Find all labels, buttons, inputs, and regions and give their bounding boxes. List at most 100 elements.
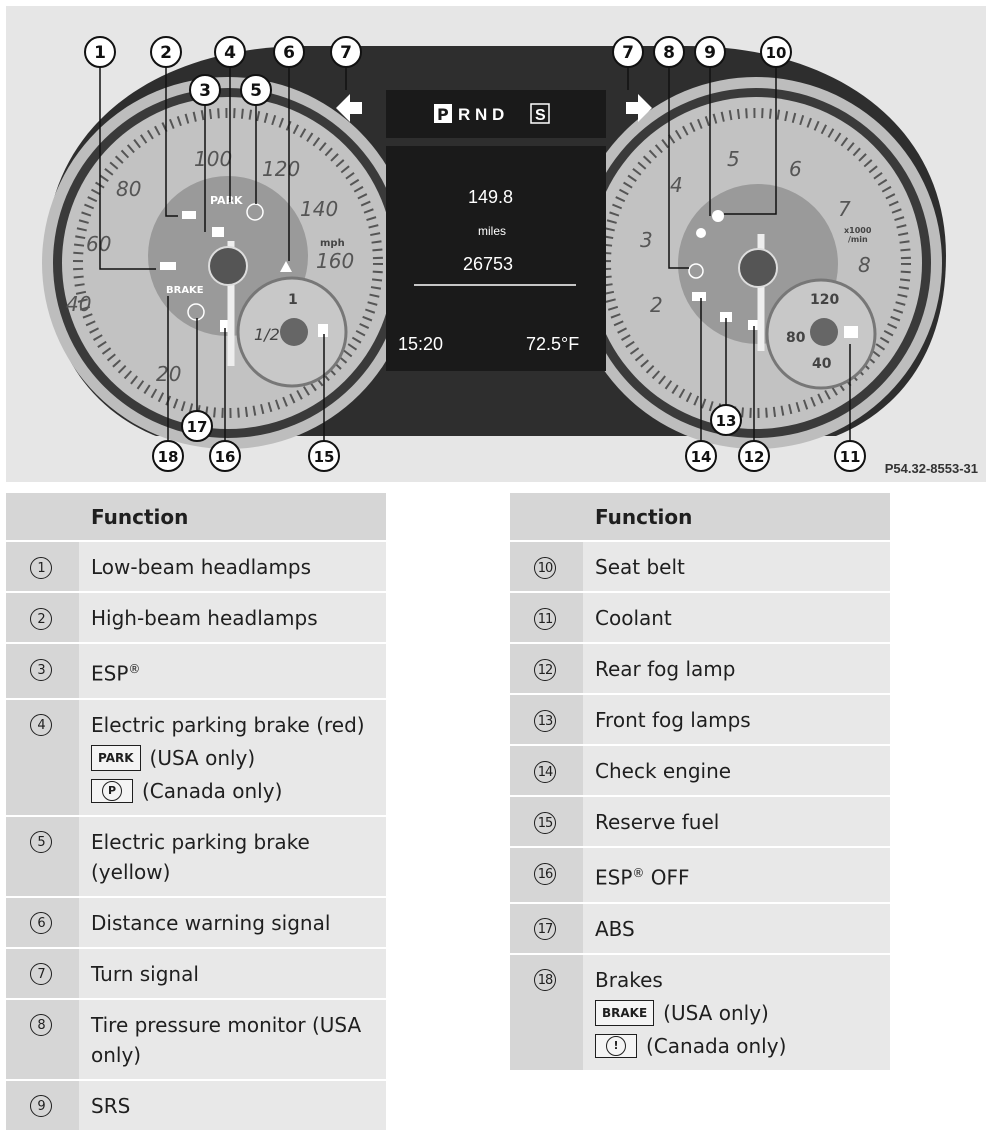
figure-caption: P54.32-8553-31	[884, 461, 978, 476]
circled-number: 14	[534, 760, 556, 783]
tire-pressure-icon	[688, 263, 704, 279]
row-function: Seat belt	[583, 541, 890, 593]
row-function: Electric parking brake(yellow)	[79, 815, 386, 898]
clock: 15:20	[398, 334, 443, 354]
variant-usa: PARK(USA only)	[91, 743, 374, 773]
function-text: Front fog lamps	[595, 708, 751, 732]
function-text: Tire pressure monitor (USA	[91, 1012, 362, 1037]
function-text: SRS	[91, 1093, 131, 1118]
table-row: 10 Seat belt	[510, 541, 890, 593]
speedo-tick-140: 140	[300, 197, 338, 221]
registered-mark: ®	[632, 866, 645, 880]
gear-s: S	[535, 107, 546, 124]
speedo-tick-100: 100	[194, 147, 232, 171]
fuel-full-label: 1	[288, 292, 298, 308]
svg-text:16: 16	[215, 448, 236, 466]
row-function: Rear fog lamp	[583, 643, 890, 695]
function-text: Seat belt	[595, 555, 685, 579]
variant-text: (USA only)	[663, 1000, 769, 1025]
svg-text:2: 2	[160, 43, 172, 63]
variant-text: (Canada only)	[646, 1033, 787, 1058]
tach-tick-8: 8	[858, 253, 871, 277]
callout-15: 15	[308, 440, 340, 472]
row-function: ESP®	[79, 643, 386, 700]
tach-tick-6: 6	[789, 157, 802, 181]
callout-4: 4	[214, 36, 246, 68]
abs-icon	[187, 303, 205, 321]
row-number: 2	[6, 592, 79, 644]
tach-hub	[738, 248, 778, 288]
variant-text: (Canada only)	[142, 778, 283, 803]
gear-rnd: R N D	[458, 105, 504, 124]
row-number: 16	[510, 847, 583, 904]
coolant-icon	[844, 326, 858, 338]
row-function: Electric parking brake (red)PARK(USA onl…	[79, 698, 386, 817]
row-number: 14	[510, 745, 583, 797]
callout-7: 7	[612, 36, 644, 68]
circled-number: 2	[30, 607, 52, 630]
park-indicator: PARK	[210, 194, 243, 207]
trip-unit: miles	[478, 224, 506, 238]
row-number: 18	[510, 953, 583, 1072]
speedo-tick-60: 60	[86, 232, 111, 256]
callout-16: 16	[209, 440, 241, 472]
row-number: 17	[510, 902, 583, 955]
table-header-num	[6, 493, 79, 542]
circled-number: 4	[30, 714, 52, 737]
svg-text:10: 10	[766, 44, 787, 62]
row-function: ESP® OFF	[583, 847, 890, 904]
circled-number: 17	[534, 918, 556, 941]
callout-10: 10	[760, 36, 792, 68]
distance-warning-icon	[280, 261, 292, 272]
table-header-function: Function	[583, 493, 890, 542]
circled-number: 12	[534, 658, 556, 681]
function-text: ESP	[91, 661, 129, 686]
row-number: 10	[510, 541, 583, 593]
instrument-cluster-figure: 40 20 60 80 100 120 140 160 mph PARK BRA…	[6, 6, 986, 482]
circled-number: 3	[30, 658, 52, 681]
coolant-tick-80: 80	[786, 330, 806, 346]
callout-11: 11	[834, 440, 866, 472]
rear-fog-icon	[748, 320, 760, 330]
callout-leaders	[99, 62, 851, 446]
outside-temp: 72.5°F	[526, 334, 579, 354]
row-number: 9	[6, 1079, 79, 1132]
warning-lamp-label-icon: BRAKE	[595, 999, 655, 1026]
speedo-tick-80: 80	[116, 177, 141, 201]
low-beam-icon	[160, 262, 176, 270]
circled-number: 15	[534, 811, 556, 834]
coolant-tick-120: 120	[810, 292, 839, 308]
function-text: Brakes	[595, 967, 663, 992]
tach-tick-2: 2	[650, 293, 663, 317]
seat-belt-icon	[712, 210, 724, 222]
function-text-after: OFF	[644, 865, 690, 890]
speedo-hub	[208, 246, 248, 286]
left-turn-signal-icon	[336, 94, 362, 122]
registered-mark: ®	[128, 662, 141, 676]
row-function: Front fog lamps	[583, 694, 890, 746]
row-number: 11	[510, 592, 583, 644]
row-number: 8	[6, 998, 79, 1081]
callout-8: 8	[653, 36, 685, 68]
high-beam-icon	[182, 211, 196, 219]
svg-text:8: 8	[663, 43, 675, 63]
parking-brake-icon	[246, 203, 264, 221]
svg-text:15: 15	[314, 448, 335, 466]
variant-canada: !(Canada only)	[595, 1031, 878, 1061]
svg-text:9: 9	[704, 43, 716, 63]
row-number: 3	[6, 643, 79, 700]
svg-text:1: 1	[94, 43, 106, 63]
callout-14: 14	[685, 440, 717, 472]
variant-canada: P(Canada only)	[91, 776, 374, 806]
tachometer: 2 3 4 5 6 7 8 x1000 /min	[570, 77, 942, 449]
row-function: Coolant	[583, 592, 890, 644]
callout-17: 17	[181, 410, 213, 442]
